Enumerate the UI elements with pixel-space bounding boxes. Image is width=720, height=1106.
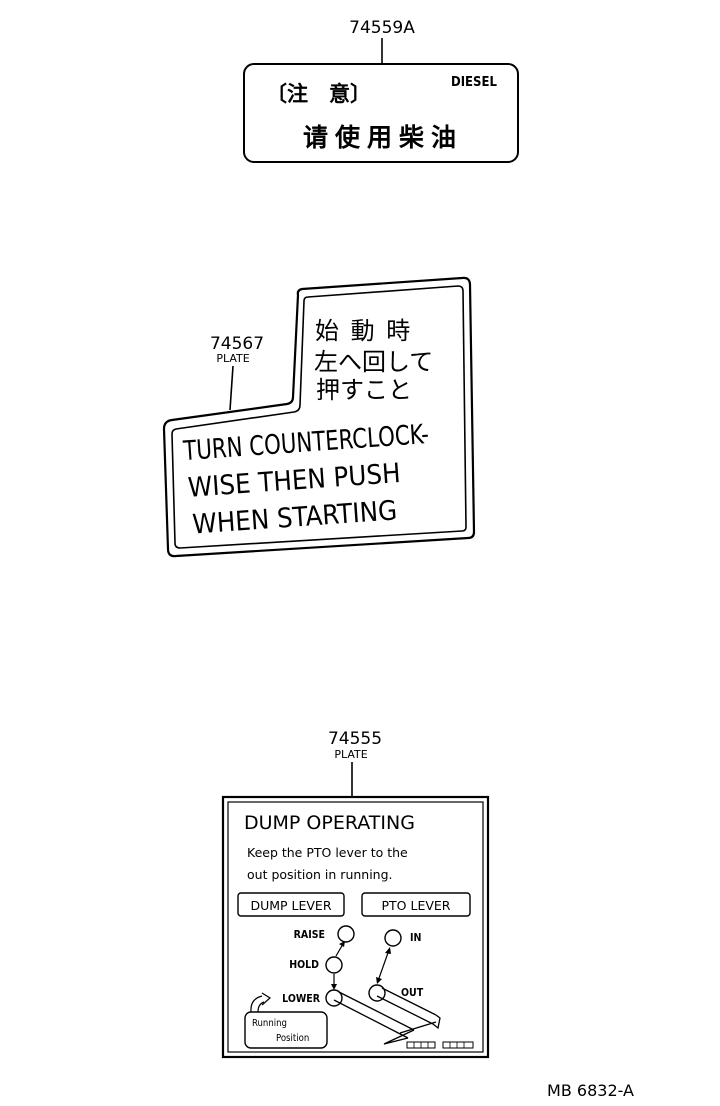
- raise-hold-arrow: [335, 941, 345, 957]
- start-plate-japanese-text: 始 動 時 左へ回して 押すこと: [314, 317, 433, 404]
- running-position-line-2: Position: [276, 1033, 309, 1044]
- pto-lever-label-box: [361, 892, 471, 917]
- diesel-label-message: 请使用柴油: [303, 123, 463, 152]
- out-label: OUT: [401, 987, 424, 999]
- drawing-reference: MB 6832-A: [547, 1081, 634, 1100]
- dump-plate-outer-outline: [221, 795, 490, 1059]
- lower-label: LOWER: [282, 993, 321, 1005]
- plate-bottom-markings: [406, 1041, 474, 1049]
- out-position-circle: [368, 984, 386, 1002]
- hold-label: HOLD: [289, 959, 319, 971]
- start-plate-outer-outline: [162, 276, 476, 558]
- dump-plate-title: DUMP OPERATING: [244, 812, 415, 834]
- diesel-label-part-number: 74559A: [349, 18, 415, 38]
- dump-plate-part-number: 74555: [328, 729, 382, 749]
- raise-position-circle: [337, 925, 355, 943]
- start-plate-english-text: TURN COUNTERCLOCK- WISE THEN PUSH WHEN S…: [181, 419, 429, 541]
- dump-plate-inner-outline: [227, 801, 484, 1053]
- in-position-circle: [384, 929, 402, 947]
- dump-lever-label: DUMP LEVER: [250, 898, 331, 913]
- dump-plate-note-line-2: out position in running.: [247, 867, 393, 882]
- diesel-label-group: 74559A 〔注 意〕 DIESEL 请使用柴油: [243, 18, 519, 163]
- dump-plate-part-type: PLATE: [334, 748, 367, 761]
- diesel-label-outline: [243, 63, 519, 163]
- hold-lower-arrow: [331, 974, 337, 990]
- start-plate-leader-line: [229, 365, 234, 411]
- raise-label: RAISE: [294, 929, 325, 941]
- hold-position-circle: [325, 956, 343, 974]
- diesel-label-fuel-tag: DIESEL: [451, 75, 497, 90]
- start-plate-inner-outline: [171, 285, 467, 549]
- start-plate-part-number: 74567: [210, 334, 264, 354]
- in-label: IN: [410, 932, 422, 944]
- dump-lever-label-box: [237, 892, 345, 917]
- start-plate-part-type: PLATE: [216, 352, 249, 365]
- start-plate-jp-line-1: 始 動 時: [315, 317, 412, 345]
- pto-lever-label: PTO LEVER: [382, 898, 451, 913]
- dump-lever-handle: [333, 991, 415, 1045]
- dump-plate-note-line-1: Keep the PTO lever to the: [247, 845, 408, 860]
- start-plate-jp-line-2: 左へ回して: [314, 348, 433, 376]
- dump-plate-group: 74555 PLATE DUMP OPERATING Keep the PTO …: [221, 729, 490, 1059]
- start-plate-jp-line-3: 押すこと: [316, 376, 412, 404]
- pto-lever-handle: [376, 987, 441, 1034]
- start-plate-group: 74567 PLATE 始 動 時 左へ回して 押すこと TURN COUNTE…: [162, 276, 476, 558]
- start-plate-en-line-3: WHEN STARTING: [191, 495, 398, 540]
- in-out-double-arrow: [376, 947, 391, 984]
- running-position-arrow: [250, 992, 272, 1013]
- diesel-label-caution: 〔注 意〕: [266, 82, 371, 106]
- running-position-line-1: Running: [252, 1018, 287, 1029]
- running-position-box: [244, 1011, 328, 1049]
